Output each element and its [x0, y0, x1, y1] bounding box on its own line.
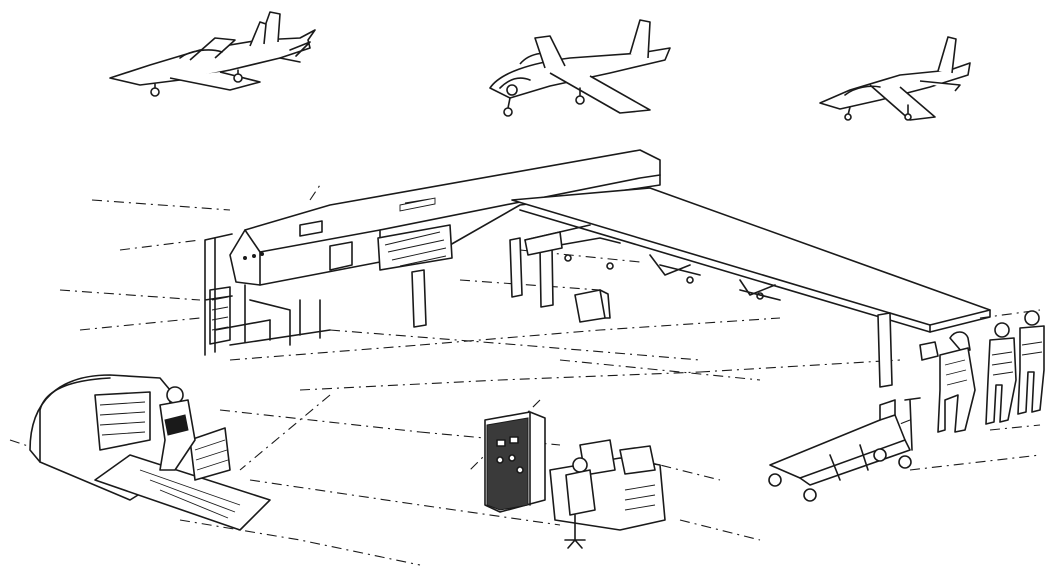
- control-console-icon: [485, 412, 665, 548]
- trainer-aircraft-icon: [490, 20, 670, 116]
- jet-fighter-icon: [110, 12, 315, 96]
- wing-dolly-icon: [769, 398, 920, 501]
- cockpit-simulator-icon: [30, 375, 270, 530]
- attack-aircraft-icon: [820, 37, 970, 120]
